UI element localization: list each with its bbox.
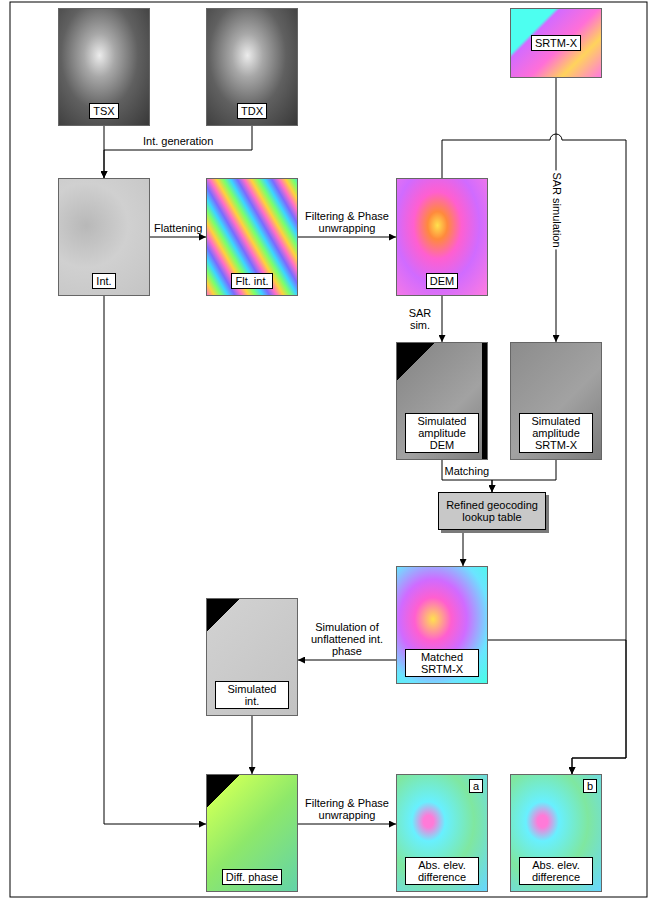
arrow-connector	[463, 530, 464, 566]
image-tile: Simulated amplitude DEM	[396, 342, 488, 460]
tile-label: DEM	[426, 273, 458, 289]
tile-label: Int.	[92, 273, 115, 289]
arrow-connector	[492, 460, 556, 492]
image-tile: Matched SRTM-X	[396, 566, 488, 684]
outer-frame	[10, 2, 647, 897]
edge-label: Matching	[443, 465, 492, 477]
image-tile: Diff. phase	[206, 774, 298, 892]
arrow-connector	[150, 237, 206, 238]
tile-label: TSX	[89, 103, 118, 119]
arrow-connector	[298, 237, 396, 238]
tile-label: Diff. phase	[222, 869, 282, 885]
edge-label: Int. generation	[141, 135, 215, 147]
arrow-connector	[104, 296, 206, 824]
edge-label: Simulation of unflattened int. phase	[298, 621, 396, 657]
tile-label: Simulated int.	[215, 681, 289, 709]
image-tile: Flt. int.	[206, 178, 298, 296]
image-tile: TSX	[58, 8, 150, 126]
image-tile: SRTM-X	[510, 8, 602, 78]
arrow-connector	[298, 824, 396, 825]
arrow-connector	[104, 126, 252, 178]
edge-label: Filtering & Phase unwrapping	[298, 210, 396, 234]
tile-label: Flt. int.	[231, 273, 272, 289]
image-tile: TDX	[206, 8, 298, 126]
tile-label: Abs. elev. difference	[405, 857, 479, 885]
tile-label: Simulated amplitude DEM	[405, 413, 479, 453]
arrow-connector	[442, 296, 443, 342]
corner-tag: a	[469, 779, 483, 793]
edge-label: SAR sim.	[403, 307, 437, 331]
box-label: Refined geocoding lookup table	[443, 499, 541, 523]
arrow-connector	[298, 660, 396, 661]
image-tile: Simulated amplitude SRTM-X	[510, 342, 602, 460]
edge-label: Flattening	[152, 222, 204, 234]
tile-label: Simulated amplitude SRTM-X	[519, 413, 593, 453]
process-box: Refined geocoding lookup table	[438, 492, 546, 530]
image-tile: Simulated int.	[206, 598, 298, 716]
tile-label: Abs. elev. difference	[519, 857, 593, 885]
corner-tag: b	[583, 779, 597, 793]
image-tile: Int.	[58, 178, 150, 296]
image-tile: DEM	[396, 178, 488, 296]
edge-label: SAR simulation	[550, 170, 562, 249]
arrow-connector	[442, 460, 492, 492]
tile-label: TDX	[237, 103, 267, 119]
image-tile: Abs. elev. difference a	[396, 774, 488, 892]
edge-label: Filtering & Phase unwrapping	[298, 797, 396, 821]
image-tile: Abs. elev. difference b	[510, 774, 602, 892]
tile-label: SRTM-X	[531, 35, 581, 51]
arrow-connector	[252, 716, 253, 774]
tile-label: Matched SRTM-X	[405, 649, 479, 677]
arrow-connector	[488, 640, 626, 774]
